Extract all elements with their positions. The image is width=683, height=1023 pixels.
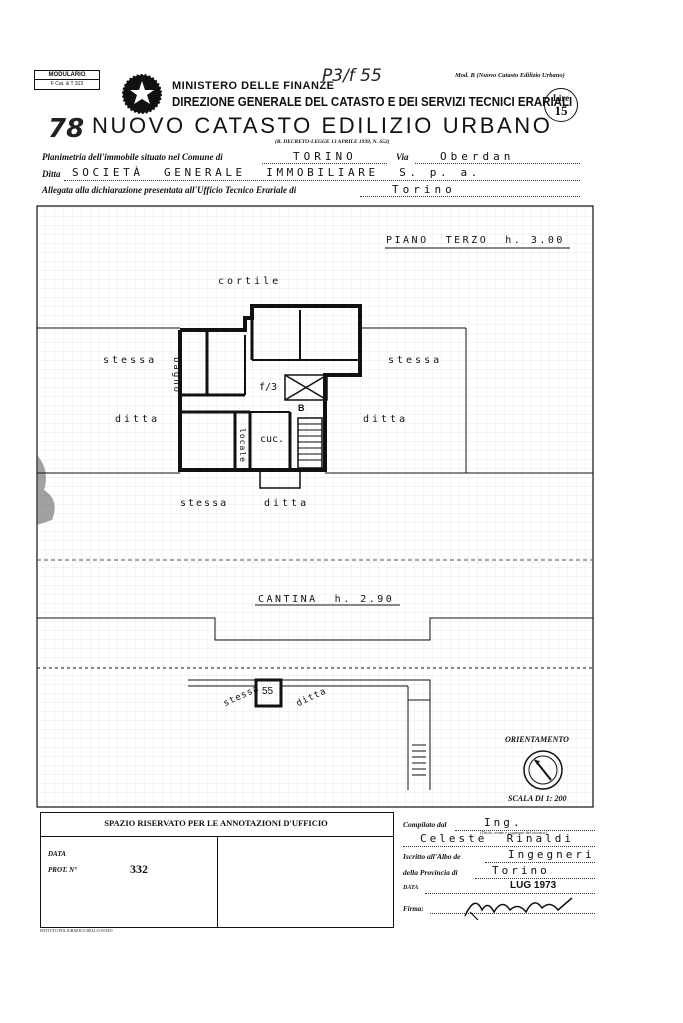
comune-value: TORINO xyxy=(293,150,357,163)
planimetria-label: Planimetria dell'immobile situato nel Co… xyxy=(42,152,223,162)
cucina-label: cuc. xyxy=(260,434,285,445)
stessa-right-label: stessa xyxy=(388,355,443,366)
locale-label: locale xyxy=(238,428,247,463)
data2-label: DATA xyxy=(403,885,419,891)
stessa-left-label: stessa xyxy=(103,355,158,366)
lire-stamp: Lire 15 xyxy=(544,88,578,122)
lire-label: Lire xyxy=(552,93,570,103)
modulario-box: MODULARIO F Cat. & T 313 xyxy=(34,70,100,90)
modulario-label: MODULARIO xyxy=(35,71,99,80)
scala-label: SCALA DI 1: 200 xyxy=(508,794,567,803)
model-label: Mod. B (Nuovo Catasto Edilizio Urbano) xyxy=(455,72,565,79)
b-label: B xyxy=(298,403,305,413)
prot-label: PROT. N° xyxy=(48,866,77,874)
iscritto-value: Ingegneri xyxy=(508,848,595,861)
via-label: Via xyxy=(396,152,409,162)
tecnico-name: Celeste Rinaldi xyxy=(420,832,574,845)
bagno-label: bagno xyxy=(171,357,181,395)
direction-name: DIREZIONE GENERALE DEL CATASTO E DEI SER… xyxy=(172,95,573,109)
iscritto-label: Iscritto all'Albo de xyxy=(403,852,461,861)
printer-note: ISTITUTO POLIGRAFICO DELLO STATO xyxy=(40,928,113,933)
allegata-label: Allegata alla dichiarazione presentata a… xyxy=(42,185,297,195)
cortile-label: cortile xyxy=(218,276,282,287)
cantina-label: CANTINA h. 2.90 xyxy=(258,594,395,605)
data2-value: LUG 1973 xyxy=(510,880,557,891)
data-label: DATA xyxy=(48,850,66,858)
signature xyxy=(460,892,580,922)
f3-label: f/3 xyxy=(259,382,278,393)
firma-label: Firma: xyxy=(403,905,424,913)
compass-icon xyxy=(521,748,565,792)
modulario-sub: F Cat. & T 313 xyxy=(50,81,84,87)
ditta-value: SOCIETÀ GENERALE IMMOBILIARE S. p. a. xyxy=(72,166,481,179)
office-annotations-box xyxy=(40,812,394,928)
compilato-value: Ing. xyxy=(484,816,523,829)
provincia-value: Torino xyxy=(492,864,550,877)
provincia-label: della Provincia di xyxy=(403,868,458,877)
state-emblem-icon xyxy=(120,72,164,116)
handwritten-reference: P3/f 55 xyxy=(322,66,382,86)
stessa-bottom-label: stessa xyxy=(180,498,229,509)
handwritten-number: 78 xyxy=(48,114,85,144)
via-value: Oberdan xyxy=(440,150,515,163)
nome-caption: (Titolo, nome e cognome del tecnico) xyxy=(480,830,547,835)
document-title: NUOVO CATASTO EDILIZIO URBANO xyxy=(92,113,553,138)
ditta-right-label: ditta xyxy=(363,414,409,425)
ministry-name: MINISTERO DELLE FINANZE xyxy=(172,80,335,92)
compilato-label: Compilato dal xyxy=(403,820,447,829)
decree-reference: (R. DECRETO-LEGGE 13 APRILE 1939, N. 652… xyxy=(275,139,390,145)
piano-terzo-label: PIANO TERZO h. 3.00 xyxy=(386,235,565,246)
office-annotations-title: SPAZIO RISERVATO PER LE ANNOTAZIONI D'UF… xyxy=(104,818,328,828)
ditta-bottom-label: ditta xyxy=(264,498,310,509)
orientamento-label: ORIENTAMENTO xyxy=(505,735,569,744)
ditta-label: Ditta xyxy=(42,169,61,179)
prot-value: 332 xyxy=(130,862,148,876)
ditta-left-label: ditta xyxy=(115,414,161,425)
ufficio-value: Torino xyxy=(392,183,456,196)
cantina-number: 55 xyxy=(262,686,274,697)
lire-value: 15 xyxy=(554,103,568,118)
